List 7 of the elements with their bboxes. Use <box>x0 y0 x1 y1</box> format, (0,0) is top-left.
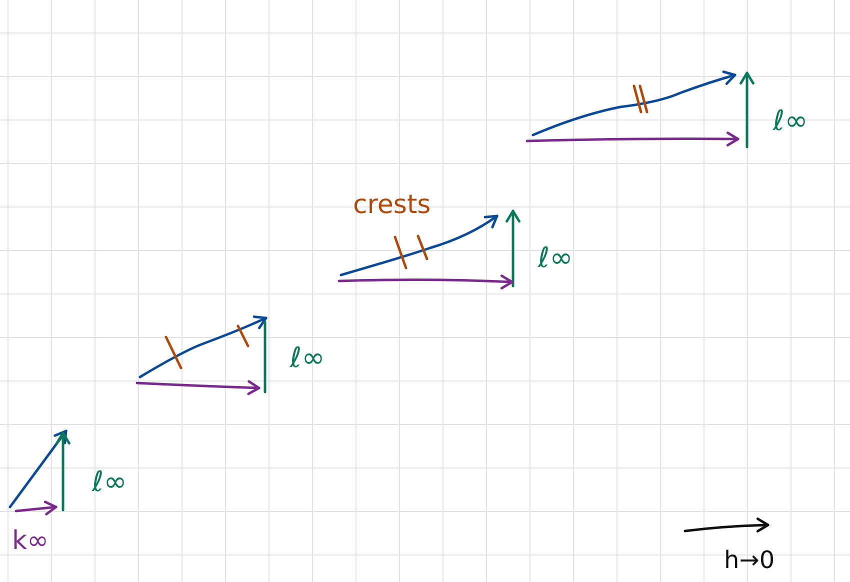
symbol-label: ℓ∞ <box>538 244 573 272</box>
crests-label: crests <box>353 192 431 218</box>
symbol-label: ℓ∞ <box>92 468 127 496</box>
symbol-label: ℓ∞ <box>290 344 325 372</box>
limit-label: h→0 <box>724 548 775 572</box>
symbol-label: ℓ∞ <box>773 107 808 135</box>
symbol-label: k∞ <box>12 528 49 554</box>
